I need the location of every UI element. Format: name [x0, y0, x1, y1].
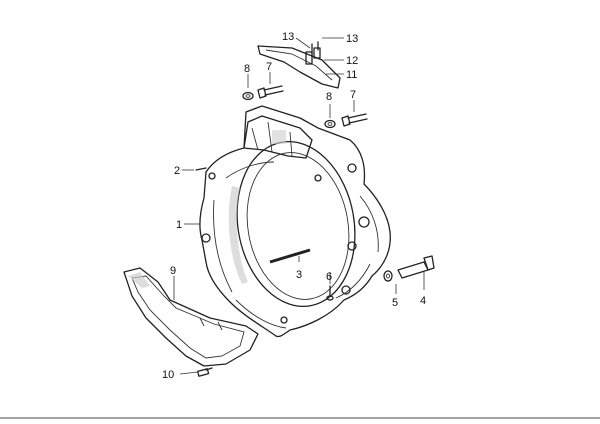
- bracket-assembly-part: [257, 41, 341, 89]
- callout-3: 3: [296, 269, 302, 281]
- bolt-washer-right: [383, 255, 435, 282]
- callout-8-right: 8: [326, 91, 332, 103]
- callout-12: 12: [346, 55, 358, 67]
- washer-bolt-upper-left: [242, 85, 284, 101]
- callout-5: 5: [392, 297, 398, 309]
- bolt-part-6: [326, 285, 334, 301]
- bell-housing-part: [199, 105, 391, 338]
- callout-7-upper: 7: [266, 61, 272, 73]
- screw-part-10: [197, 367, 213, 377]
- leader-lines: [173, 37, 425, 375]
- callout-9: 9: [170, 265, 176, 277]
- callout-2: 2: [174, 165, 180, 177]
- callout-10: 10: [162, 369, 174, 381]
- cover-plate-part: [123, 267, 259, 367]
- callout-13-left: 13: [282, 31, 294, 43]
- pin-part-2: [195, 167, 207, 171]
- callout-8-upper: 8: [244, 63, 250, 75]
- callout-4: 4: [420, 295, 426, 307]
- callout-6: 6: [326, 271, 332, 283]
- stud-part: [269, 246, 311, 264]
- callout-13-right: 13: [346, 33, 358, 45]
- callout-7-right: 7: [350, 89, 356, 101]
- washer-bolt-upper-right: [324, 113, 368, 129]
- callout-11: 11: [346, 69, 357, 81]
- callout-1: 1: [176, 219, 182, 231]
